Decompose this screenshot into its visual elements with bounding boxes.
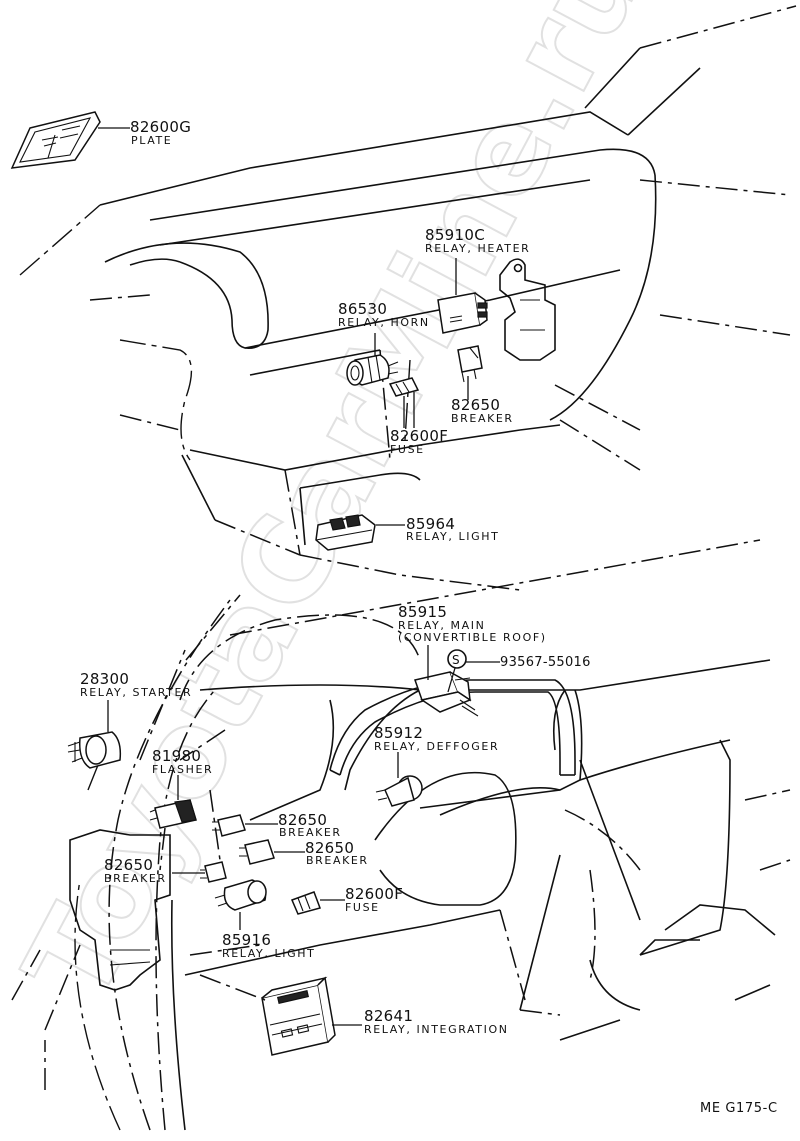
diagram-reference-code: ME G175-C xyxy=(700,1101,778,1116)
part-number-82600f-lower: 82600F xyxy=(345,885,403,903)
relay-light-85916-part xyxy=(214,879,267,911)
label-81980: 81980 FLASHER xyxy=(152,747,213,776)
part-number-86530: 86530 xyxy=(338,300,387,318)
part-number-82600f-upper: 82600F xyxy=(390,427,448,445)
relay-integration-82641-part xyxy=(261,976,336,1056)
label-82641: 82641 RELAY, INTEGRATION xyxy=(364,1007,509,1036)
label-86530: 86530 RELAY, HORN xyxy=(338,300,430,329)
part-desc-82650b: BREAKER xyxy=(279,826,342,839)
label-85910c: 85910C RELAY, HEATER xyxy=(425,226,530,255)
label-85964: 85964 RELAY, LIGHT xyxy=(406,515,499,543)
part-desc-85915-line2: (CONVERTIBLE ROOF) xyxy=(398,631,547,644)
s-mark-icon xyxy=(447,649,467,669)
breaker-82650-upper-part xyxy=(457,345,483,383)
part-number-82641: 82641 xyxy=(364,1007,413,1025)
part-desc-82650d: BREAKER xyxy=(104,872,167,885)
part-number-85915: 85915 xyxy=(398,603,447,621)
part-desc-85915-line1: RELAY, MAIN xyxy=(398,619,485,632)
part-number-28300: 28300 xyxy=(80,670,129,688)
part-desc-82600f-upper: FUSE xyxy=(390,443,425,456)
part-number-82650c: 82650 xyxy=(305,839,354,857)
relay-starter-28300-part xyxy=(67,731,122,769)
part-desc-82600f-lower: FUSE xyxy=(345,901,380,914)
label-82600f-upper: 82600F FUSE xyxy=(390,427,448,456)
part-number-85912: 85912 xyxy=(374,724,423,742)
part-desc-81980: FLASHER xyxy=(152,763,213,776)
part-number-93567-55016: 93567-55016 xyxy=(500,655,591,670)
relay-light-85964-part xyxy=(315,514,376,551)
breaker-82650-b-part xyxy=(212,814,246,837)
label-82650c: 82650 BREAKER xyxy=(305,839,369,867)
label-82600g: 82600G PLATE xyxy=(130,118,191,147)
label-82650d: 82650 BREAKER xyxy=(104,856,167,885)
part-number-82650a: 82650 xyxy=(451,396,500,414)
part-number-82600g: 82600G xyxy=(130,118,191,136)
part-desc-82641: RELAY, INTEGRATION xyxy=(364,1023,509,1036)
relay-main-85915-part xyxy=(414,671,479,717)
upper-dashboard-outline xyxy=(19,5,797,591)
leader-93567-screw xyxy=(447,667,456,693)
part-number-82650b: 82650 xyxy=(278,811,327,829)
screw-symbol: S xyxy=(447,649,467,669)
s-mark-letter: S xyxy=(452,653,460,667)
part-number-81980: 81980 xyxy=(152,747,201,765)
part-desc-86530: RELAY, HORN xyxy=(338,316,430,329)
label-28300: 28300 RELAY, STARTER xyxy=(80,670,192,699)
plate-82600g-part xyxy=(10,111,101,169)
fuse-82600f-upper-part xyxy=(388,377,420,397)
label-85912: 85912 RELAY, DEFFOGER xyxy=(374,724,499,753)
part-desc-85912: RELAY, DEFFOGER xyxy=(374,740,499,753)
label-85916: 85916 RELAY, LIGHT xyxy=(222,931,315,960)
part-number-85910c: 85910C xyxy=(425,226,485,244)
leader-82600f-upper xyxy=(403,392,415,428)
relay-horn-86530-part xyxy=(346,354,399,386)
part-desc-82600g: PLATE xyxy=(131,134,172,147)
part-number-85964: 85964 xyxy=(406,515,455,533)
part-desc-85916: RELAY, LIGHT xyxy=(222,947,315,960)
relay-deffoger-85912-part xyxy=(375,775,423,807)
fuse-82600f-lower-part xyxy=(290,891,321,915)
label-82600f-lower: 82600F FUSE xyxy=(345,885,403,914)
part-desc-85910c: RELAY, HEATER xyxy=(425,242,530,255)
label-85915: 85915 RELAY, MAIN (CONVERTIBLE ROOF) xyxy=(398,603,547,644)
part-desc-28300: RELAY, STARTER xyxy=(80,686,192,699)
part-number-85916: 85916 xyxy=(222,931,271,949)
part-desc-82650c: BREAKER xyxy=(306,854,369,867)
relay-heater-85910c-part xyxy=(437,292,488,334)
breaker-82650-c-part xyxy=(239,839,275,865)
flasher-81980-part xyxy=(149,799,197,829)
label-82650b: 82650 BREAKER xyxy=(278,811,342,839)
breaker-82650-d-part xyxy=(200,861,227,883)
label-82650a: 82650 BREAKER xyxy=(451,396,514,425)
part-number-82650d: 82650 xyxy=(104,856,153,874)
part-desc-85964: RELAY, LIGHT xyxy=(406,530,499,543)
part-desc-82650a: BREAKER xyxy=(451,412,514,425)
